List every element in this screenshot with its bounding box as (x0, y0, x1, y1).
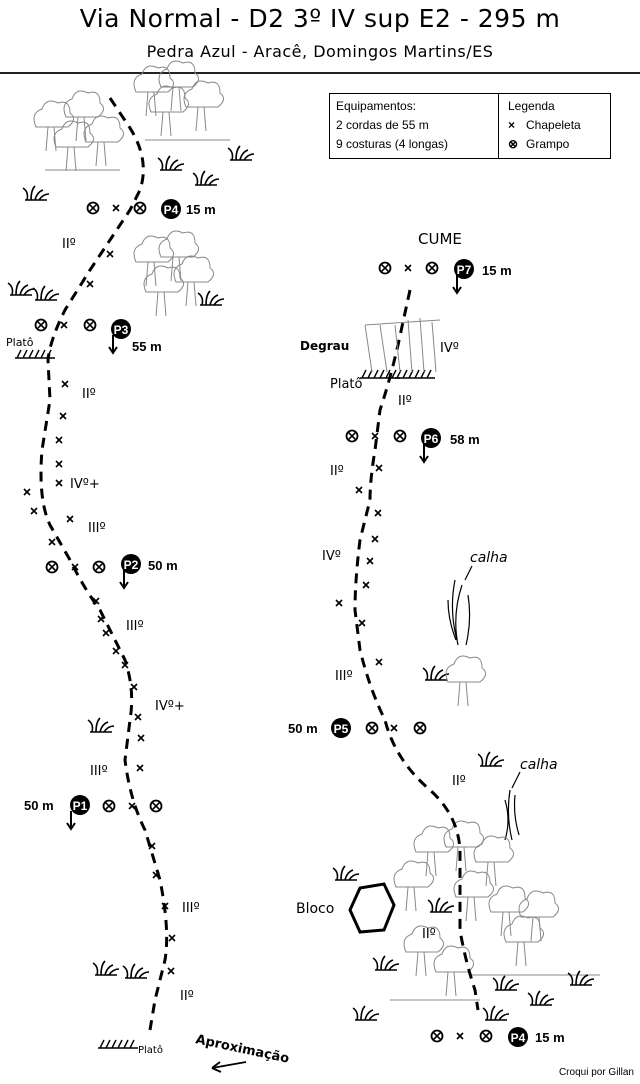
legend-heading: Legenda (508, 99, 555, 113)
grade-p7-degrau: IVº (440, 341, 459, 356)
belay-p6-id: P6 (424, 432, 439, 446)
route-line-left (39, 97, 169, 1031)
grade-p4-p3: IIº (62, 237, 76, 252)
belay-p6-arrow (419, 444, 429, 464)
calha2-pointer (511, 771, 521, 789)
bolts-right (335, 464, 383, 666)
label-bloco: Bloco (296, 901, 334, 917)
belay-p1-id: P1 (73, 799, 88, 813)
belay-p7-arrow (452, 275, 462, 295)
belay-p4-bottom-id: P4 (511, 1031, 526, 1045)
belay-p4-top-dist: 15 m (186, 202, 216, 217)
station-p7-hardware (378, 261, 439, 275)
belay-p3-arrow (108, 335, 118, 355)
plato-bottom-hatch (97, 1039, 139, 1049)
grade-p2-p1-b: IVº+ (155, 699, 185, 714)
legend-bolt: × Chapeleta (508, 116, 602, 135)
grade-p2-p1-c: IIIº (90, 764, 108, 779)
label-degrau: Degrau (300, 339, 349, 353)
station-p4-top-hardware (86, 201, 147, 215)
vegetation-left-top (22, 60, 255, 201)
belay-p3-id: P3 (114, 323, 129, 337)
grade-p3-p2-b: IVº+ (70, 477, 100, 492)
grade-p3-p2-a: IIº (82, 387, 96, 402)
bloco-boulder (348, 882, 396, 934)
label-calha-1: calha (470, 550, 508, 566)
grade-p4-p5: IIº (452, 774, 466, 789)
grade-p6-p7: IIº (398, 394, 412, 409)
label-cume: CUME (418, 230, 462, 248)
topo-title: Via Normal - D2 3º IV sup E2 - 295 m (79, 4, 561, 33)
grade-start-p4: IIº (422, 927, 436, 942)
grade-p3-p2-c: IIIº (88, 521, 106, 536)
legend-anchor-label: Grampo (526, 137, 570, 151)
belay-p1-arrow (66, 811, 76, 831)
label-plato-left: Platô (6, 336, 34, 349)
belay-p3-dist: 55 m (132, 339, 162, 354)
aproximacao-arrow (211, 1061, 247, 1073)
degrau-steps (364, 317, 441, 373)
belay-p5-dist: 50 m (288, 721, 318, 736)
grade-p5-p6-a: IIº (330, 464, 344, 479)
vegetation-left-p3 (7, 230, 225, 317)
belay-p7-dist: 15 m (482, 263, 512, 278)
vegetation-right (332, 579, 600, 1021)
belay-p2-arrow (119, 570, 129, 590)
header-rule (0, 72, 640, 74)
legend-panel: Legenda × Chapeleta ⊗ Grampo (500, 94, 610, 158)
belay-p7-id: P7 (457, 263, 472, 277)
bolts-left (23, 250, 176, 975)
belay-p4-bottom-dist: 15 m (535, 1030, 565, 1045)
vegetation-left-lower (87, 717, 150, 979)
equipment-heading: Equipamentos: (336, 99, 417, 113)
belay-p6-dist: 58 m (450, 432, 480, 447)
station-p6-hardware (345, 429, 407, 443)
grade-p2-p1-a: IIIº (126, 619, 144, 634)
credit: Croqui por Gillan (558, 1067, 634, 1078)
grade-p5-p6-c: IIIº (335, 669, 353, 684)
belay-p5-id: P5 (334, 722, 349, 736)
equipment-quickdraws: 9 costuras (4 longas) (336, 137, 449, 151)
station-p4-bottom-hardware (430, 1029, 493, 1043)
topo-subtitle: Pedra Azul - Aracê, Domingos Martins/ES (146, 42, 494, 61)
station-p1-hardware (102, 799, 163, 813)
belay-p4-top-id: P4 (164, 203, 179, 217)
route-line-right (353, 289, 480, 1011)
label-plato-top: Platô (330, 377, 363, 392)
station-p3-hardware (34, 318, 97, 332)
station-p5-hardware (365, 721, 427, 735)
equipment-ropes: 2 cordas de 55 m (336, 118, 429, 132)
info-box: Equipamentos: 2 cordas de 55 m 9 costura… (329, 93, 611, 159)
belay-p2-dist: 50 m (148, 558, 178, 573)
belay-p1-dist: 50 m (24, 798, 54, 813)
label-plato-bottom: Platô (138, 1044, 163, 1056)
legend-anchor: ⊗ Grampo (508, 135, 602, 154)
anchor-icon: ⊗ (508, 137, 519, 151)
calha1-pointer (464, 565, 473, 581)
equipment-panel: Equipamentos: 2 cordas de 55 m 9 costura… (330, 94, 499, 158)
legend-bolt-label: Chapeleta (526, 118, 581, 132)
grade-p5-p6-b: IVº (322, 549, 341, 564)
label-calha-2: calha (520, 757, 558, 773)
belay-p2-id: P2 (124, 558, 139, 572)
label-aproximacao: Aproximação (194, 1032, 290, 1066)
grade-p1-start-b: IIº (180, 989, 194, 1004)
grade-p1-start-a: IIIº (182, 901, 200, 916)
bolt-icon: × (508, 118, 516, 132)
station-p2-hardware (45, 560, 106, 574)
